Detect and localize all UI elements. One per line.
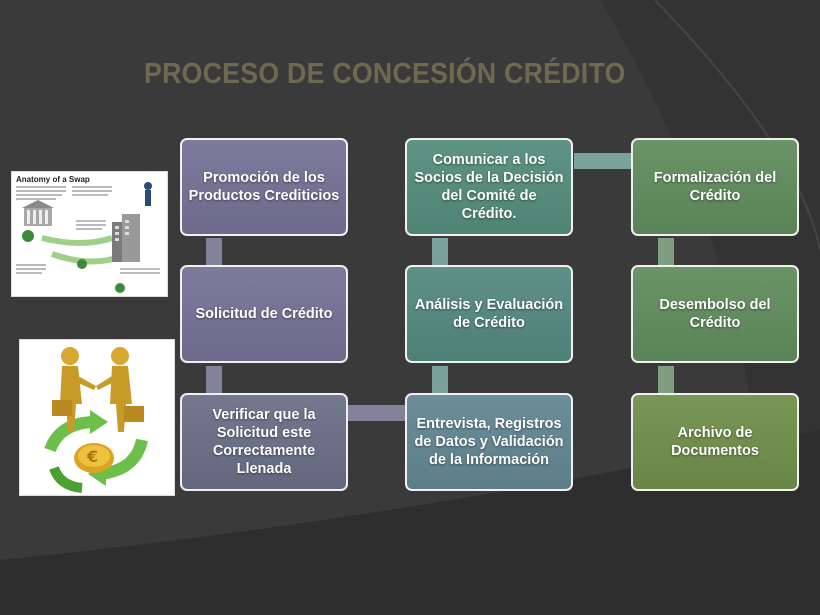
step-archivo-documentos: Archivo de Documentos	[631, 393, 799, 491]
step-solicitud-credito: Solicitud de Crédito	[180, 265, 348, 363]
step-label: Promoción de los Productos Crediticios	[188, 170, 340, 204]
step-entrevista-registros: Entrevista, Registros de Datos y Validac…	[405, 393, 573, 491]
step-promocion-productos: Promoción de los Productos Crediticios	[180, 138, 348, 236]
step-label: Análisis y Evaluación de Crédito	[414, 297, 564, 331]
euro-coin-icon: €	[74, 443, 114, 473]
swap-infographic-image: Anatomy of a Swap	[11, 171, 168, 297]
handshake-image: €	[19, 339, 175, 496]
building-icon	[112, 214, 140, 262]
step-comunicar-decision: Comunicar a los Socios de la Decisión de…	[405, 138, 573, 236]
step-label: Verificar que la Solicitud este Correcta…	[212, 407, 316, 477]
recycle-arrows-icon	[44, 410, 148, 493]
step-verificar-solicitud: Verificar que la Solicitud este Correcta…	[180, 393, 348, 491]
step-label: Formalización del Crédito	[653, 170, 777, 204]
gold-figure-left-icon	[52, 347, 96, 432]
step-label: Desembolso del Crédito	[659, 297, 771, 331]
step-label: Comunicar a los Socios de la Decisión de…	[414, 152, 564, 222]
step-label: Entrevista, Registros de Datos y Validac…	[414, 416, 564, 468]
gold-figure-right-icon	[96, 347, 144, 432]
step-label: Archivo de Documentos	[671, 425, 759, 459]
step-label: Solicitud de Crédito	[195, 306, 333, 322]
svg-text:€: €	[86, 447, 98, 466]
person-icon	[144, 182, 152, 206]
step-formalizacion: Formalización del Crédito	[631, 138, 799, 236]
bank-icon	[22, 200, 54, 226]
infographic-heading: Anatomy of a Swap	[16, 175, 90, 184]
step-analisis-evaluacion: Análisis y Evaluación de Crédito	[405, 265, 573, 363]
page-title: PROCESO DE CONCESIÓN CRÉDITO	[144, 58, 626, 90]
step-desembolso: Desembolso del Crédito	[631, 265, 799, 363]
